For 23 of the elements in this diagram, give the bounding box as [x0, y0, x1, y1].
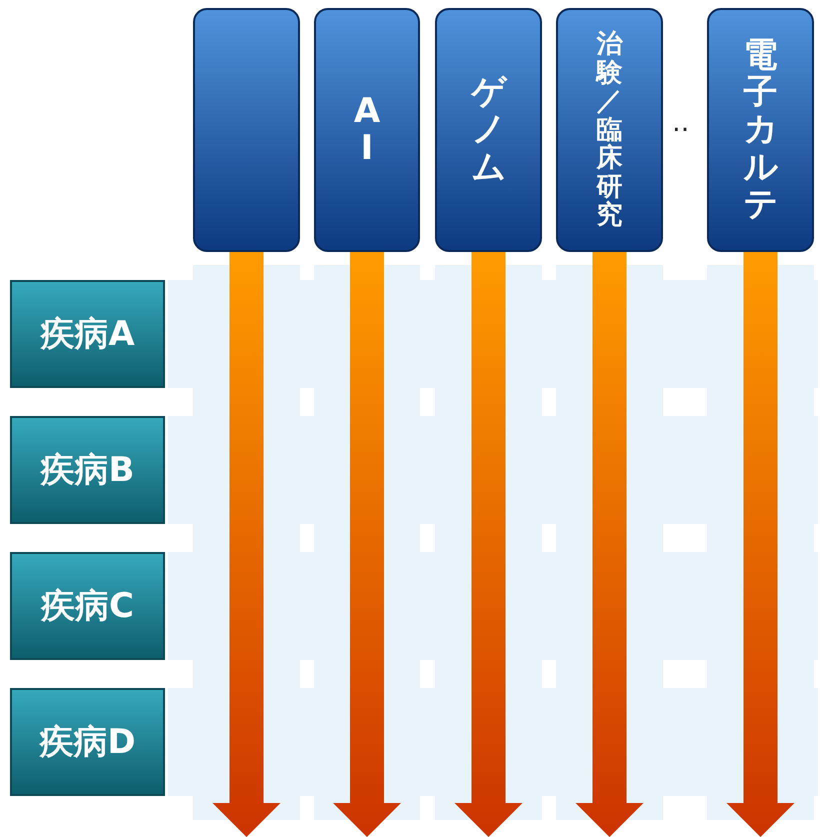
category-header-box: [556, 8, 663, 252]
category-header-box: [193, 8, 300, 252]
block-arrow: [333, 252, 401, 837]
header-text: 治験／臨床研究: [596, 30, 622, 230]
category-header-box: [707, 8, 814, 252]
header-text: AI: [352, 92, 382, 168]
disease-label: 疾病A: [40, 313, 135, 356]
category-header-box: [435, 8, 542, 252]
block-arrow: [454, 252, 522, 837]
disease-label: 疾病B: [40, 449, 134, 492]
ellipsis-text: ‥: [672, 108, 690, 138]
category-header-box: [314, 8, 420, 252]
disease-label: 疾病C: [41, 585, 134, 628]
disease-box: [10, 552, 165, 660]
disease-box: [10, 280, 165, 388]
block-arrow: [576, 252, 644, 837]
disease-box: [10, 416, 165, 524]
header-text: ゲノム: [472, 74, 506, 186]
header-text: 電子カルテ: [744, 36, 778, 224]
block-arrow: [212, 252, 280, 837]
disease-box: [10, 688, 165, 796]
block-arrow: [726, 252, 794, 837]
disease-label: 疾病D: [39, 721, 136, 764]
